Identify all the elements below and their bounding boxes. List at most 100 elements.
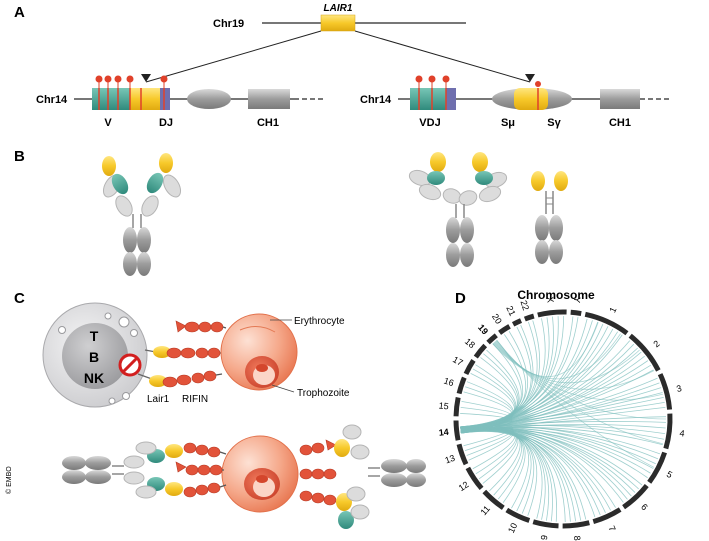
switch-lair1-insert-box	[514, 88, 548, 110]
circos-link	[492, 333, 621, 380]
trophozoite-label: Trophozoite	[297, 388, 350, 399]
ch1-right-box	[600, 89, 640, 109]
cell-type-nk: NK	[84, 370, 104, 386]
circos-link	[492, 322, 599, 378]
chromosome-label-5: 5	[665, 469, 674, 480]
v-region-box	[92, 88, 130, 110]
circos-link	[460, 316, 574, 432]
chr19-label: Chr19	[213, 18, 244, 30]
lair1-receptors	[137, 346, 171, 387]
chromosome-label-13: 13	[444, 453, 457, 466]
chromosome-segment-15	[453, 397, 461, 417]
chromosome-segment-17	[463, 359, 476, 375]
chromosome-segment-20	[498, 324, 511, 335]
chromosome-segment-19	[486, 333, 498, 345]
trophozoite	[245, 356, 279, 388]
chromosome-label-7: 7	[606, 524, 617, 533]
rifin-label: RIFIN	[182, 394, 208, 405]
insertion-line-left	[145, 30, 322, 83]
circos-link	[460, 429, 517, 475]
mutation-lollipops-left	[95, 75, 168, 88]
insertion-line-right	[354, 30, 531, 83]
panel-label-d: D	[455, 290, 466, 307]
panel-d: D Chromosome 123456789101112131415161718…	[438, 288, 685, 541]
chromosome-segment-8	[562, 520, 590, 529]
ch1-left-box	[248, 89, 290, 109]
circos-link	[460, 426, 526, 504]
cell-type-t: T	[90, 328, 99, 344]
circos-link	[460, 315, 565, 428]
panel-c: C T B NK Lair1 RIFIN	[14, 290, 426, 529]
inhibition-icon	[118, 353, 142, 377]
chromosome-segment-9	[532, 519, 559, 529]
chromosome-segment-1	[584, 311, 629, 336]
antibody-insert-v	[102, 153, 182, 276]
panel-b: B	[14, 148, 568, 276]
circos-title: Chromosome	[517, 288, 595, 302]
chromosome-segment-14	[453, 420, 461, 441]
panel-label-b: B	[14, 148, 25, 165]
chromosome-label-Y: Y	[572, 296, 583, 303]
panel-a: A Chr19 LAIR1 Chr14	[14, 3, 672, 129]
chromosome-label-15: 15	[438, 400, 449, 411]
circos-link	[496, 340, 655, 468]
insertion-arrow-left	[141, 74, 151, 82]
lair1-gene-label: LAIR1	[324, 3, 353, 14]
copyright-label: © EMBO	[5, 466, 13, 494]
switch-mutation-dot	[535, 81, 541, 87]
mutation-lines-left	[98, 88, 165, 110]
chromosome-segment-21	[511, 318, 523, 327]
chromosome-label-18: 18	[463, 336, 477, 350]
chromosome-segment-4	[663, 413, 673, 450]
chromosome-label-1: 1	[607, 306, 618, 315]
chromosome-label-6: 6	[639, 502, 650, 512]
antibody-insert-switch	[408, 152, 508, 267]
chromosome-segment-Y	[570, 309, 582, 317]
erythrocyte-highlight	[239, 326, 276, 333]
panel-label-c: C	[14, 290, 25, 307]
vdj-label: VDJ	[419, 117, 440, 129]
cell-type-b: B	[89, 349, 99, 365]
chromosome-label-X: X	[545, 296, 556, 303]
panel-label-a: A	[14, 4, 25, 21]
ch1-left-label: CH1	[257, 117, 279, 129]
lair1-gene-box	[320, 14, 356, 32]
circos-link	[460, 317, 579, 430]
chromosome-segment-22	[523, 313, 535, 322]
v-lair1-insert-box	[130, 88, 160, 110]
chromosome-label-12: 12	[457, 479, 471, 493]
circos-link	[460, 430, 543, 519]
chromosome-segment-16	[456, 376, 467, 395]
dj-label: DJ	[159, 117, 173, 129]
s-gamma-label: Sγ	[547, 117, 561, 129]
chromosome-label-8: 8	[572, 535, 583, 541]
chromosome-label-19: 19	[476, 322, 490, 336]
chromosome-segment-12	[465, 466, 484, 491]
lair1-label: Lair1	[147, 394, 170, 405]
chromosome-segment-6	[622, 483, 649, 510]
erythrocyte-label: Erythrocyte	[294, 316, 345, 327]
circos-link	[460, 320, 541, 433]
mutation-lines-right	[418, 88, 447, 110]
chromosome-label-11: 11	[478, 504, 492, 518]
chromosome-segment-7	[592, 507, 622, 525]
chromosome-segment-X	[537, 309, 567, 318]
chromosome-label-9: 9	[539, 534, 550, 541]
chromosome-label-17: 17	[451, 354, 465, 368]
switch-region-left	[187, 89, 231, 109]
v-label: V	[104, 117, 112, 129]
circos-link	[460, 428, 514, 456]
chr14-right-label: Chr14	[360, 94, 392, 106]
circos-link	[460, 317, 550, 428]
ch1-right-label: CH1	[609, 117, 631, 129]
chromosome-label-20: 20	[490, 312, 504, 326]
rifin-proteins	[162, 320, 227, 388]
chromosome-label-10: 10	[506, 521, 519, 534]
circos-link	[460, 425, 616, 508]
chromosome-segment-2	[628, 333, 661, 372]
bridging-scene	[62, 424, 426, 529]
chromosome-segment-10	[505, 507, 531, 523]
chromosome-label-4: 4	[679, 428, 685, 439]
chromosome-label-16: 16	[443, 376, 456, 389]
vdj-region-box	[410, 88, 446, 110]
